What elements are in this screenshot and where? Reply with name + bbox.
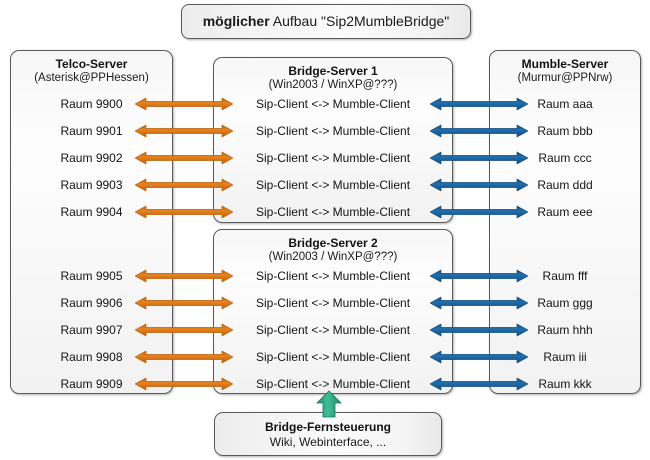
panel-mumble-server[interactable]: Mumble-Server (Murmur@PPNrw): [489, 50, 641, 394]
telco-room-label: Raum 9903: [60, 178, 123, 192]
telco-room-label: Raum 9901: [60, 124, 123, 138]
telco-room-label: Raum 9907: [60, 323, 123, 337]
mumble-link-arrow: [430, 178, 528, 192]
bridge-server-1-heading: Bridge-Server 1: [288, 64, 378, 78]
bridge-server-2-header: Bridge-Server 2 (Win2003 / WinXP@???): [214, 236, 452, 264]
telco-room-label: Raum 9902: [60, 151, 123, 165]
mumble-room-label: Raum hhh: [537, 323, 593, 337]
mumble-server-heading: Mumble-Server: [521, 57, 609, 71]
sip-link-arrow: [135, 350, 233, 364]
sip-link-arrow: [135, 323, 233, 337]
telco-room-label: Raum 9906: [60, 296, 123, 310]
sip-link-arrow: [135, 269, 233, 283]
bridge-server-1-subheading: (Win2003 / WinXP@???): [268, 79, 398, 91]
mumble-link-arrow: [430, 350, 528, 364]
mumble-room-label: Raum ggg: [537, 296, 593, 310]
mumble-link-arrow: [430, 151, 528, 165]
bridge-client-label: Sip-Client <-> Mumble-Client: [255, 178, 411, 192]
mumble-room-label: Raum iii: [543, 350, 587, 364]
bridge-client-label: Sip-Client <-> Mumble-Client: [255, 377, 411, 391]
bridge-client-label: Sip-Client <-> Mumble-Client: [255, 151, 411, 165]
bridge-fernsteuerung-header: Bridge-Fernsteuerung Wiki, Webinterface,…: [215, 420, 441, 450]
bridge-client-label: Sip-Client <-> Mumble-Client: [255, 296, 411, 310]
mumble-link-arrow: [430, 269, 528, 283]
mumble-link-arrow: [430, 97, 528, 111]
bridge-client-label: Sip-Client <-> Mumble-Client: [255, 97, 411, 111]
bridge-fernsteuerung-heading: Bridge-Fernsteuerung: [264, 420, 391, 434]
sip-link-arrow: [135, 97, 233, 111]
sip-link-arrow: [135, 151, 233, 165]
panel-bridge-server-1[interactable]: Bridge-Server 1 (Win2003 / WinXP@???): [213, 57, 453, 223]
mumble-link-arrow: [430, 296, 528, 310]
page-title-emphasis: möglicher: [202, 13, 270, 29]
telco-server-heading: Telco-Server: [55, 57, 128, 71]
bridge-client-label: Sip-Client <-> Mumble-Client: [255, 269, 411, 283]
mumble-room-label: Raum kkk: [538, 377, 592, 391]
telco-server-header: Telco-Server (Asterisk@PPHessen): [11, 57, 172, 85]
bridge-server-2-subheading: (Win2003 / WinXP@???): [268, 251, 398, 263]
mumble-room-label: Raum aaa: [537, 97, 593, 111]
bridge-client-label: Sip-Client <-> Mumble-Client: [255, 323, 411, 337]
telco-room-label: Raum 9904: [60, 205, 123, 219]
mumble-room-label: Raum eee: [537, 205, 593, 219]
mumble-link-arrow: [430, 377, 528, 391]
mumble-room-label: Raum ddd: [537, 178, 593, 192]
bridge-fernsteuerung-subheading: Wiki, Webinterface, ...: [269, 435, 387, 449]
page-title: möglicher Aufbau "Sip2MumbleBridge": [182, 13, 470, 29]
telco-room-label: Raum 9905: [60, 269, 123, 283]
diagram-title-box: möglicher Aufbau "Sip2MumbleBridge": [181, 4, 471, 39]
page-title-rest: Aufbau "Sip2MumbleBridge": [269, 13, 450, 29]
mumble-room-label: Raum ccc: [538, 151, 592, 165]
sip-link-arrow: [135, 124, 233, 138]
bridge-client-label: Sip-Client <-> Mumble-Client: [255, 205, 411, 219]
panel-bridge-fernsteuerung[interactable]: Bridge-Fernsteuerung Wiki, Webinterface,…: [214, 412, 442, 456]
sip-link-arrow: [135, 178, 233, 192]
bridge-server-2-heading: Bridge-Server 2: [288, 236, 378, 250]
mumble-link-arrow: [430, 323, 528, 337]
mumble-room-label: Raum bbb: [537, 124, 593, 138]
mumble-link-arrow: [430, 205, 528, 219]
telco-room-label: Raum 9908: [60, 350, 123, 364]
mumble-room-label: Raum fff: [542, 269, 588, 283]
bridge-client-label: Sip-Client <-> Mumble-Client: [255, 350, 411, 364]
bridge-server-1-header: Bridge-Server 1 (Win2003 / WinXP@???): [214, 64, 452, 92]
bridge-client-label: Sip-Client <-> Mumble-Client: [255, 124, 411, 138]
mumble-server-subheading: (Murmur@PPNrw): [517, 72, 613, 84]
mumble-link-arrow: [430, 124, 528, 138]
telco-room-label: Raum 9909: [60, 377, 123, 391]
control-arrow-up-icon: [315, 390, 343, 418]
mumble-server-header: Mumble-Server (Murmur@PPNrw): [490, 57, 640, 85]
telco-room-label: Raum 9900: [60, 97, 123, 111]
sip-link-arrow: [135, 296, 233, 310]
sip-link-arrow: [135, 377, 233, 391]
sip-link-arrow: [135, 205, 233, 219]
panel-bridge-server-2[interactable]: Bridge-Server 2 (Win2003 / WinXP@???): [213, 229, 453, 394]
telco-server-subheading: (Asterisk@PPHessen): [34, 72, 149, 84]
